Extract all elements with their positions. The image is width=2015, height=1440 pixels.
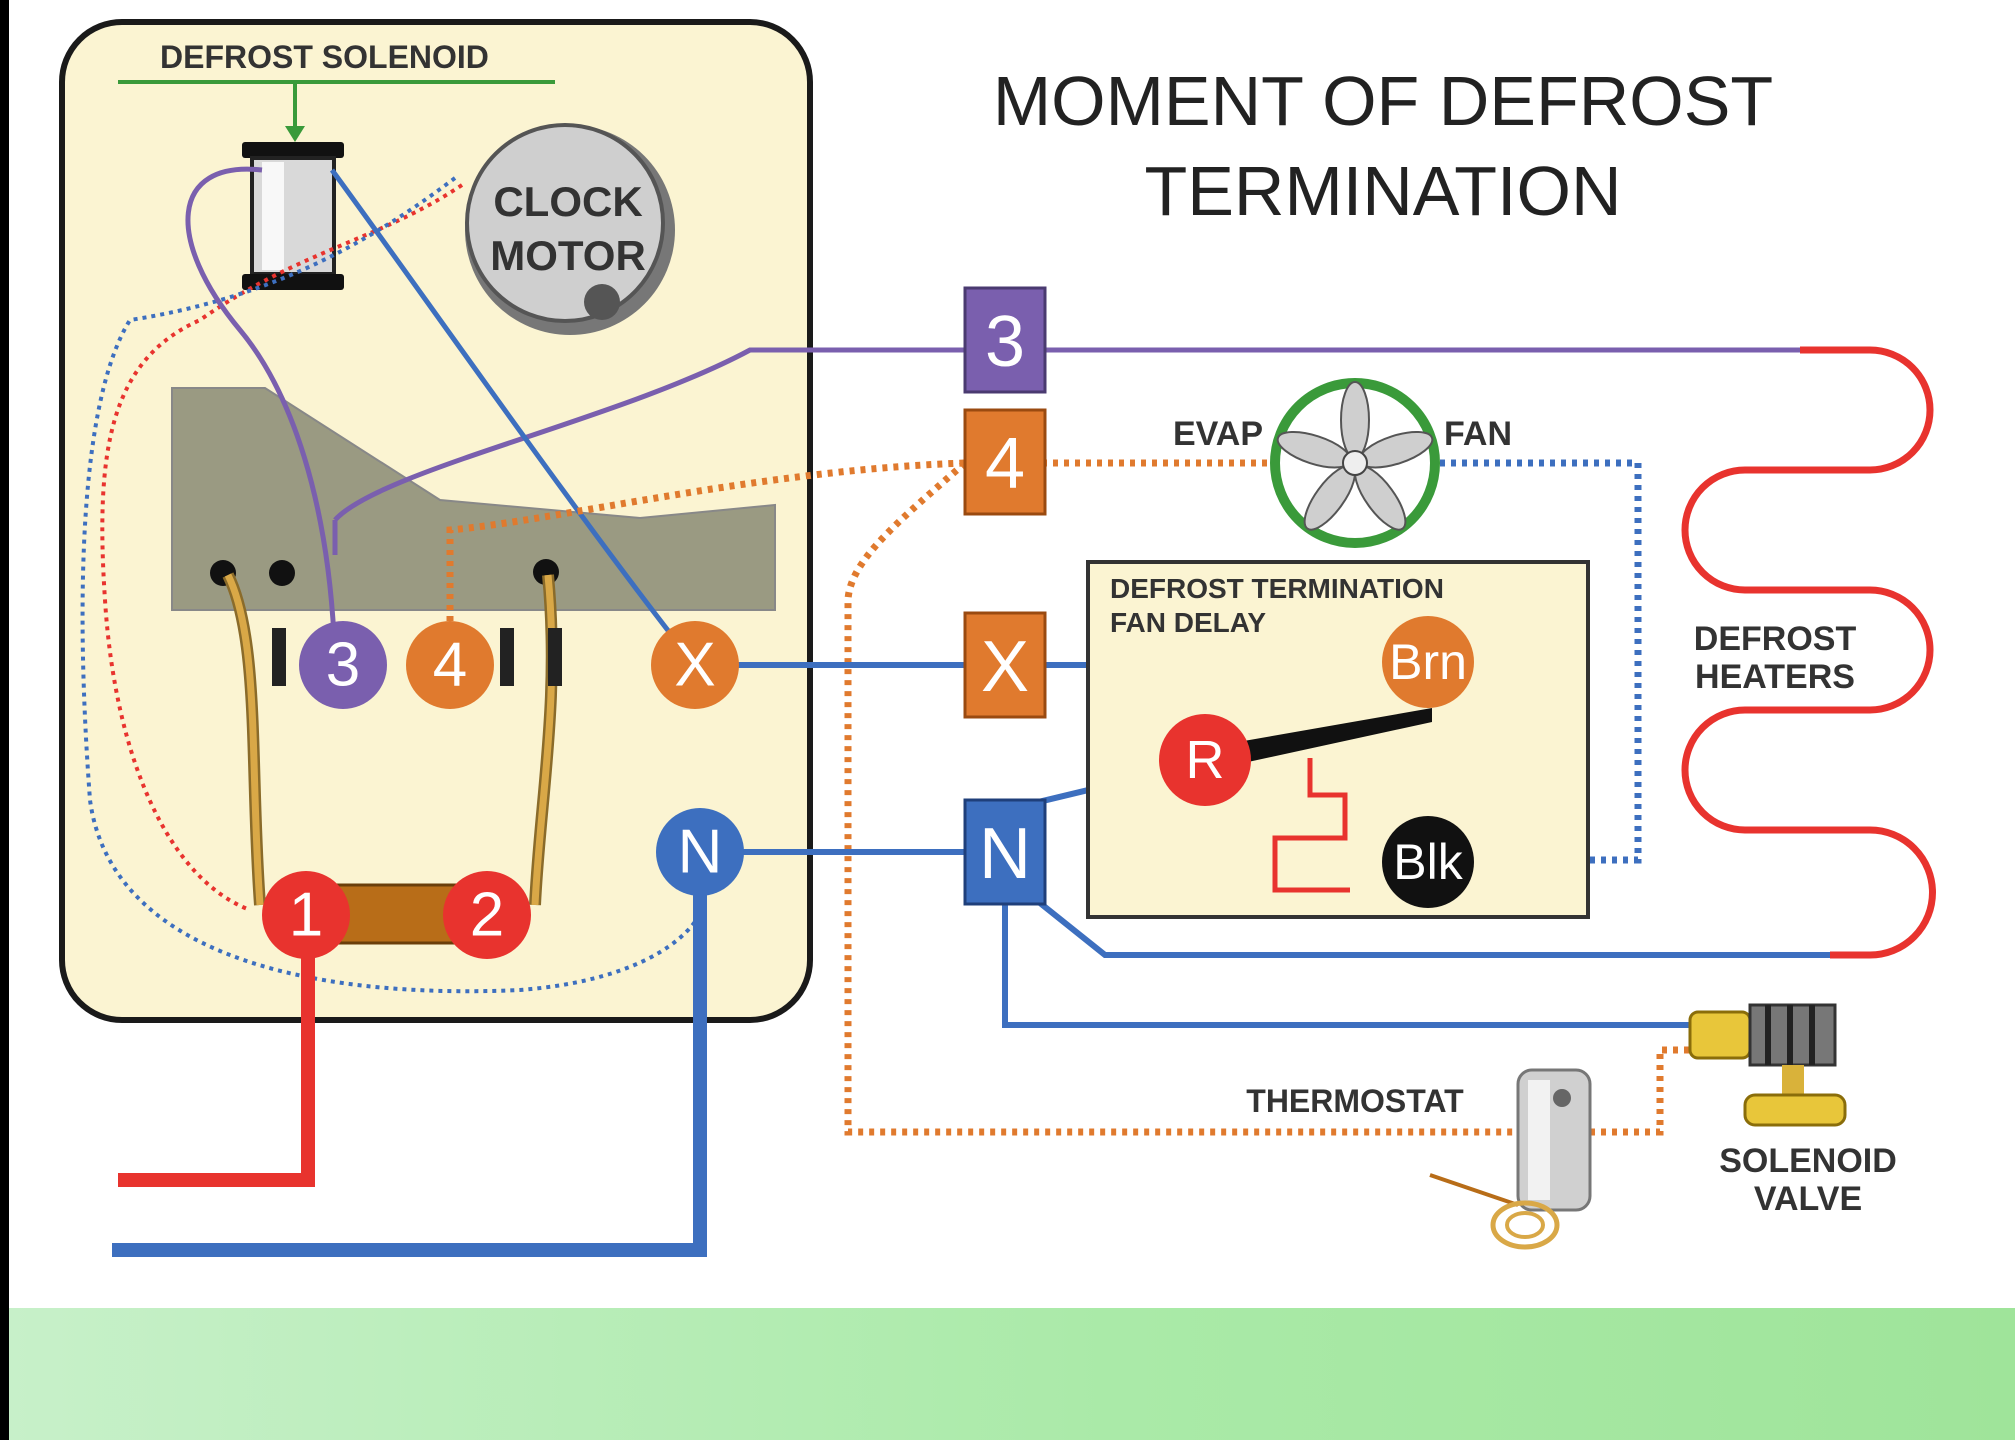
timer-terminal-2	[443, 871, 531, 959]
wire-purple-3	[333, 347, 1010, 522]
thermostat-icon	[1429, 1068, 1592, 1250]
dtfd-terminal-brn	[1382, 616, 1474, 708]
defrost-heaters-label-1: DEFROST	[1694, 620, 1857, 658]
title-line-1: MOMENT OF DEFROST	[993, 62, 1773, 140]
timer-terminal-1	[262, 871, 350, 959]
wire-orange-thermostat	[844, 460, 1530, 1136]
dtfd-label-2: FAN DELAY	[1110, 607, 1266, 638]
junction-4	[963, 408, 1047, 516]
dtfd-switch-blade	[1238, 708, 1432, 762]
dtfd-terminal-blk-label: Blk	[1393, 834, 1463, 890]
timer-terminal-x	[651, 621, 739, 709]
junction-3	[963, 286, 1047, 394]
cam-pin-2	[269, 560, 295, 586]
contact-right	[548, 628, 562, 686]
timer-terminal-x-label: X	[674, 631, 715, 700]
junction-x	[963, 611, 1047, 719]
contact-center	[500, 628, 514, 686]
cam-plate	[171, 387, 776, 611]
supply-line-blue	[112, 880, 707, 1257]
contact-left	[272, 628, 286, 686]
defrost-solenoid-label: DEFROST SOLENOID	[160, 39, 489, 75]
solenoid-valve-label-1: SOLENOID	[1719, 1142, 1897, 1180]
timer-terminal-4-label: 4	[433, 631, 467, 700]
defrost-heaters-label-2: HEATERS	[1695, 658, 1855, 696]
dtfd-terminal-r	[1159, 714, 1251, 806]
left-border	[0, 0, 9, 1440]
defrost-heaters-coil	[1681, 346, 1936, 959]
solenoid-pointer-arrow	[285, 126, 305, 142]
dtfd-terminal-blk	[1382, 816, 1474, 908]
wire-blue-n-solenoid-valve	[1002, 875, 1700, 1028]
solenoid-coil-icon	[242, 142, 344, 290]
timer-terminal-2-label: 2	[470, 881, 504, 950]
bimetal-element	[1272, 758, 1350, 893]
solenoid-valve-icon	[1688, 1003, 1847, 1127]
timer-terminal-3	[299, 621, 387, 709]
footer-band	[9, 1308, 2015, 1440]
supply-line-red	[118, 940, 315, 1187]
fan-label: FAN	[1444, 415, 1512, 453]
solenoid-valve-label-2: VALVE	[1754, 1180, 1862, 1218]
junction-4-label: 4	[985, 424, 1025, 504]
timer-terminal-4	[406, 621, 494, 709]
thermostat-label: THERMOSTAT	[1246, 1083, 1464, 1119]
junction-3-label: 3	[985, 302, 1025, 382]
wire-purple-solenoid	[185, 166, 338, 661]
dtfd-label-1: DEFROST TERMINATION	[1110, 573, 1444, 604]
timer-terminal-1-label: 1	[289, 881, 323, 950]
clock-motor-label-1: CLOCK	[493, 178, 642, 225]
timer-terminal-n	[656, 808, 744, 896]
timer-terminal-n-label: N	[678, 818, 723, 887]
junction-n-label: N	[979, 814, 1031, 894]
junction-n	[963, 798, 1047, 906]
title-line-2: TERMINATION	[1144, 152, 1621, 230]
junction-x-label: X	[981, 627, 1029, 707]
clock-motor-icon	[465, 123, 675, 335]
clock-motor-label-2: MOTOR	[490, 232, 646, 279]
timer-terminal-3-label: 3	[326, 631, 360, 700]
wire-orange-solenoid-valve	[1590, 1046, 1690, 1136]
wire-blue-solenoid-x	[329, 168, 697, 667]
evap-fan-icon	[1270, 378, 1440, 548]
dtfd-terminal-brn-label: Brn	[1389, 634, 1467, 690]
red-dotted-wire	[100, 183, 464, 912]
evap-label: EVAP	[1173, 415, 1263, 453]
dtfd-terminal-r-label: R	[1186, 730, 1225, 790]
